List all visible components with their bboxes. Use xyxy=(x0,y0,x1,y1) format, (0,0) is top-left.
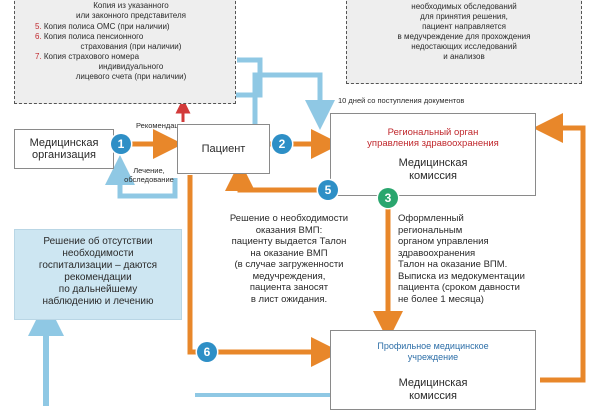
issued-line-2: органом управления xyxy=(398,236,489,247)
exam-line-4: недостающих исследований xyxy=(411,42,517,51)
profile-sub2: комиссия xyxy=(409,390,457,402)
doc-line-6: индивидуального xyxy=(98,62,164,71)
decision-line-6: пациента заносят xyxy=(249,282,329,293)
arrow-left-profile xyxy=(187,175,341,367)
decision-line-2: пациенту выдается Талон xyxy=(231,236,347,247)
exam-line-0: необходимых обследований xyxy=(411,2,517,11)
doc-line-0: Копия из указанного xyxy=(93,1,169,10)
step-badge-6: 6 xyxy=(197,342,217,362)
doc-line-1: или законного представителя xyxy=(76,11,186,20)
issued-line-6: пациента (сроком давности xyxy=(398,282,520,293)
profile-title2: учреждение xyxy=(407,352,459,362)
arrow-patient-up-blue xyxy=(252,72,335,130)
decision-line-5: медучреждения, xyxy=(252,270,326,282)
blue-line-0: Решение об отсутствии xyxy=(43,236,153,247)
arrow-regional-patient xyxy=(225,161,330,193)
decision-line-3: на оказание ВМП xyxy=(250,247,328,259)
regional-sub2: комиссия xyxy=(409,169,457,182)
vmp-decision-text: Решение о необходимости оказания ВМП: па… xyxy=(200,213,378,305)
doc-line-3: 6. Копия полиса пенсионного xyxy=(35,32,144,41)
doc-line-2: 5. Копия полиса ОМС (при наличии) xyxy=(35,22,170,31)
issued-line-0: Оформленный xyxy=(398,213,464,224)
treatment-label-line1: Лечение, xyxy=(133,166,165,175)
exam-line-1: для принятия решения, xyxy=(420,12,508,21)
doc-line-5: 7. Копия страхового номера xyxy=(35,52,140,61)
arrow-patient-medorg-blue xyxy=(105,155,178,199)
no-hospitalization-box: Решение об отсутствии необходимости госп… xyxy=(14,229,182,320)
profile-title1: Профильное медицинское xyxy=(377,341,489,351)
step-badge-5: 5 xyxy=(318,180,338,200)
treatment-label: Лечение, обследование xyxy=(120,166,178,184)
patient-box: Пациент xyxy=(177,124,270,174)
recommendation-label: Рекомендации xyxy=(136,121,188,130)
decision-line-4: (в случае загруженности xyxy=(234,259,344,270)
blue-line-4: по дальнейшему xyxy=(58,284,138,295)
medical-organization-box: Медицинская организация xyxy=(14,129,114,169)
blue-line-1: необходимости xyxy=(62,248,134,259)
exam-line-5: и анализов xyxy=(443,52,485,61)
issued-line-4: Талон на оказание ВПМ. xyxy=(398,259,508,270)
patient-label: Пациент xyxy=(201,143,246,155)
regional-title2: управления здравоохранения xyxy=(367,137,499,149)
exam-line-2: пациент направляется xyxy=(422,22,506,31)
issued-line-5: Выписка из медокументации xyxy=(398,270,525,282)
treatment-label-line2: обследование xyxy=(124,175,174,184)
decision-line-7: в лист ожидания. xyxy=(250,293,328,305)
arrow-right-loop xyxy=(533,113,586,383)
med-org-line2: организация xyxy=(32,149,96,161)
regional-sub1: Медицинская xyxy=(398,156,468,169)
issued-line-3: здравоохранения xyxy=(398,247,476,259)
exam-line-3: в медучреждение для прохождения xyxy=(397,32,531,41)
med-org-line1: Медицинская xyxy=(29,137,99,149)
blue-line-5: наблюдению и лечению xyxy=(42,296,154,307)
step-badge-2: 2 xyxy=(272,134,292,154)
issued-line-7: не более 1 месяца) xyxy=(398,293,484,305)
step-badge-3: 3 xyxy=(378,188,398,208)
days-note: 10 дней со поступления документов xyxy=(338,96,465,105)
doc-line-4: страхования (при наличии) xyxy=(80,42,182,51)
blue-line-3: рекомендации xyxy=(64,272,132,283)
decision-line-0: Решение о необходимости xyxy=(229,213,349,224)
profile-sub1: Медицинская xyxy=(398,377,468,389)
documents-list-box: Копия из указанного или законного предст… xyxy=(14,0,236,104)
step-badge-1: 1 xyxy=(111,134,131,154)
profile-institution-box: Профильное медицинское учреждение Медици… xyxy=(330,330,536,410)
issued-documents-text: Оформленный региональным органом управле… xyxy=(398,213,580,305)
issued-line-1: региональным xyxy=(398,224,463,236)
decision-line-1: оказания ВМП: xyxy=(255,224,323,236)
additional-exams-box: необходимых обследований для принятия ре… xyxy=(346,0,582,84)
regional-authority-box: Региональный орган управления здравоохра… xyxy=(330,113,536,196)
blue-line-2: госпитализации – даются xyxy=(38,260,158,271)
doc-line-7: лицевого счета (при наличии) xyxy=(75,72,187,81)
regional-title1: Региональный орган xyxy=(387,126,479,138)
